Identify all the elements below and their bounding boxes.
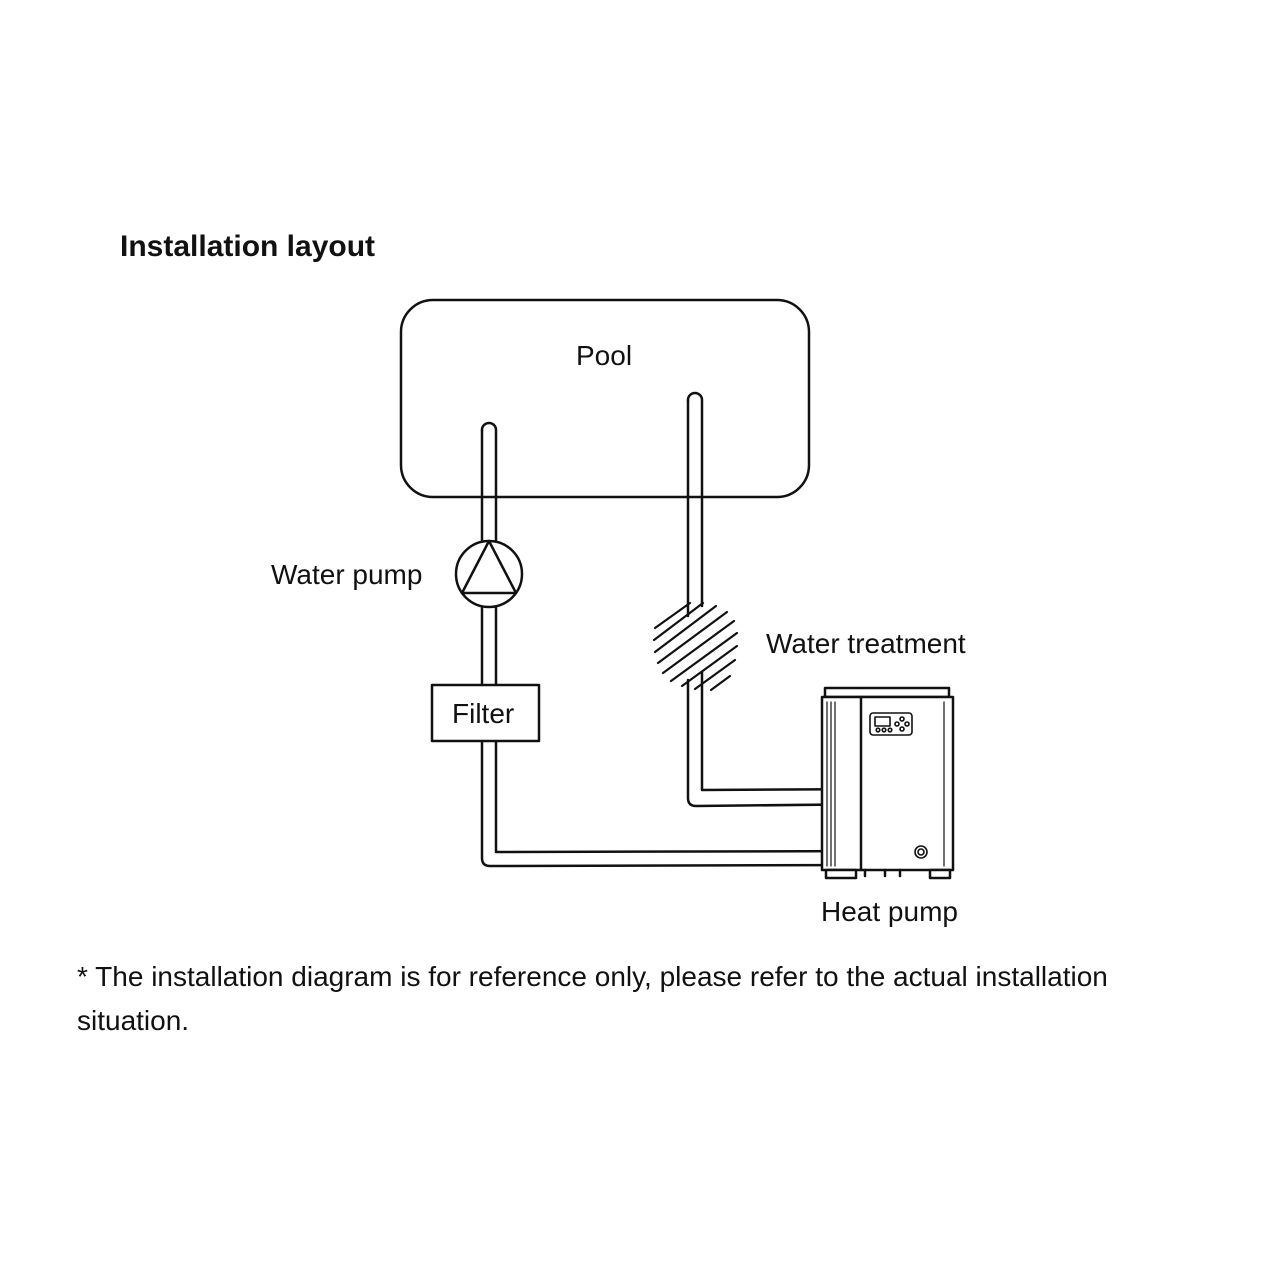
- water-treatment-symbol: [652, 601, 739, 692]
- page-title: Installation layout: [120, 230, 376, 263]
- water-pump-symbol: [454, 539, 524, 609]
- heat-pump-label: Heat pump: [821, 896, 958, 927]
- control-panel: [869, 712, 913, 736]
- drain-valve-icon: [914, 845, 928, 859]
- suction-pipe: [480, 421, 887, 868]
- filter-box: [430, 683, 541, 743]
- water-pump-label: Water pump: [271, 559, 423, 590]
- water-treatment-label: Water treatment: [766, 628, 966, 659]
- pool-outline: [399, 298, 811, 499]
- filter-label: Filter: [452, 698, 515, 729]
- disclaimer-note: * The installation diagram is for refere…: [77, 961, 1108, 1036]
- pool-label: Pool: [576, 340, 633, 371]
